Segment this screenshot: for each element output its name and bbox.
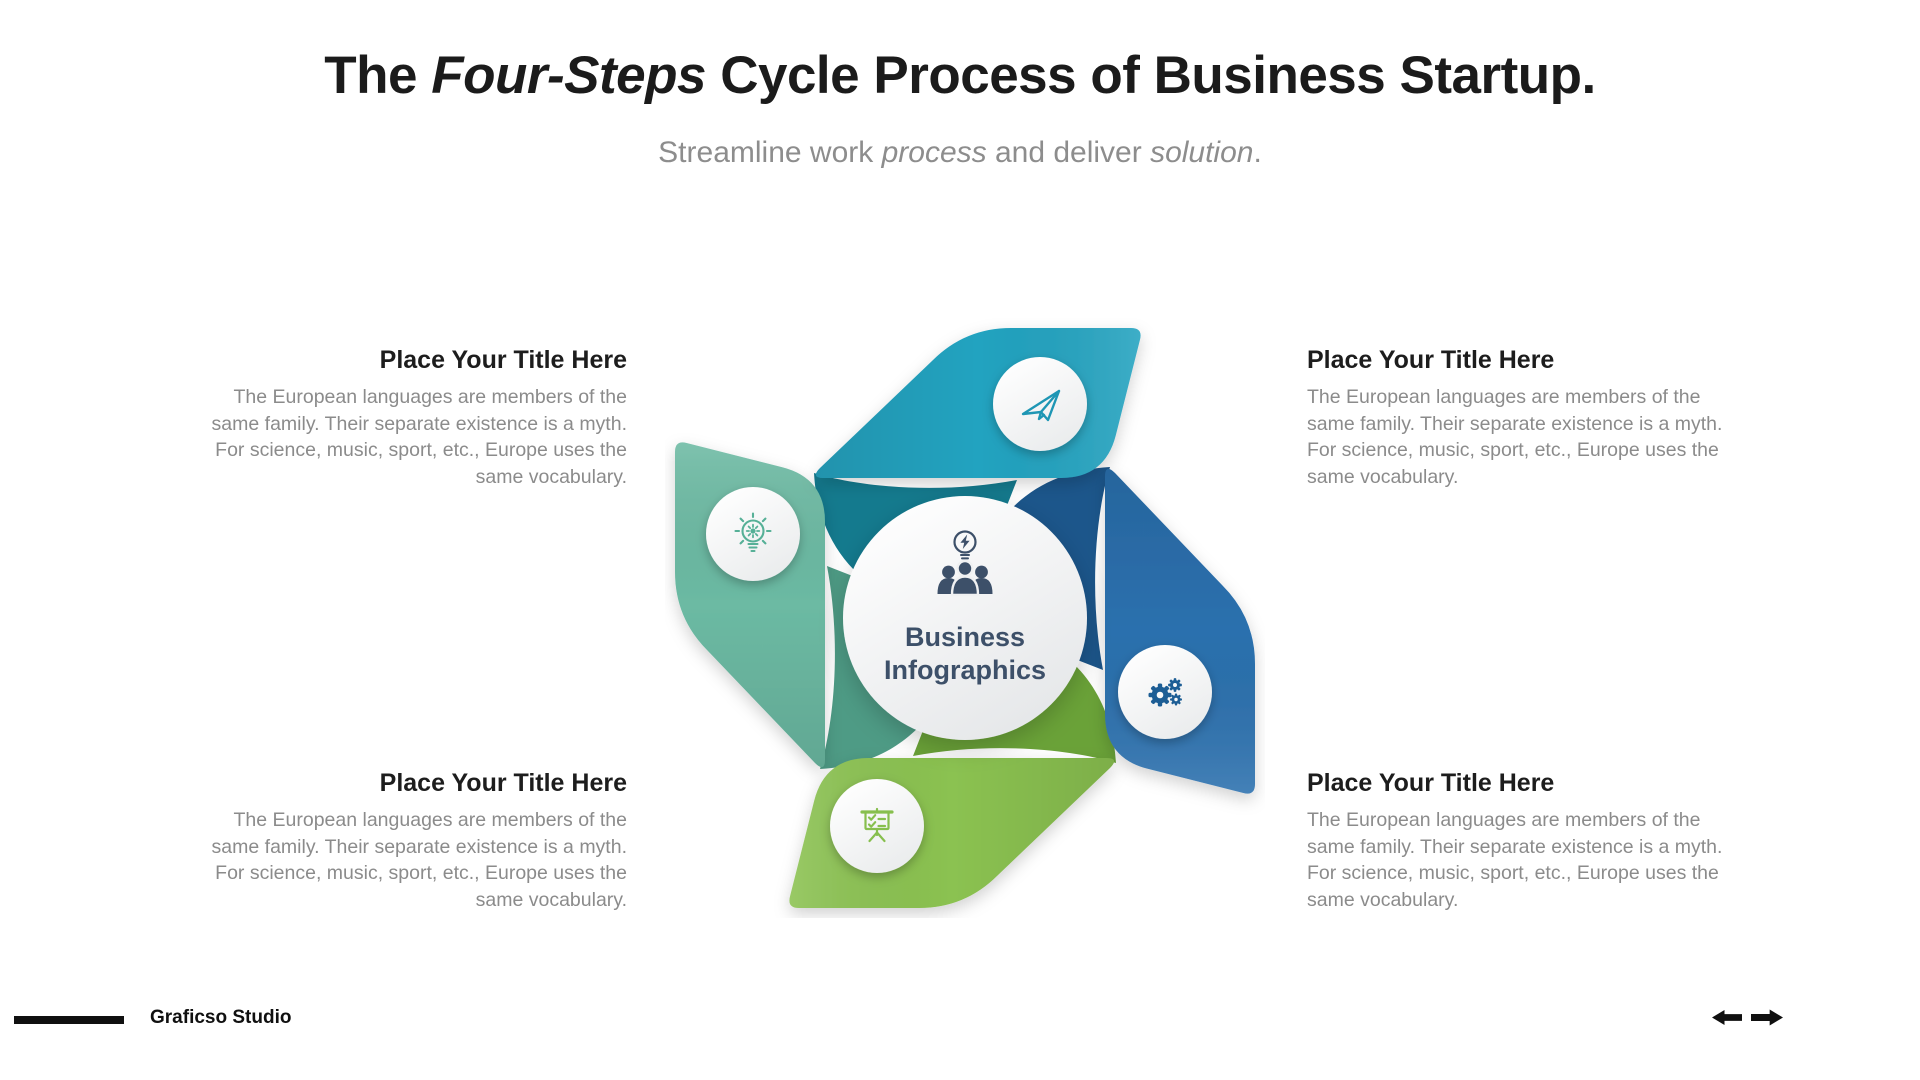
center-label-line2: Infographics [884, 655, 1046, 685]
content-block-top-right: Place Your Title Here The European langu… [1307, 345, 1767, 490]
block-body: The European languages are members of th… [211, 386, 627, 488]
block-title: Place Your Title Here [379, 769, 627, 797]
content-block-bottom-left: Place Your Title Here The European langu… [167, 768, 627, 913]
page-subtitle: Streamline work process and deliver solu… [658, 136, 1262, 169]
paper-plane-icon [1021, 389, 1061, 422]
prev-slide-button[interactable] [1712, 1008, 1742, 1030]
team-idea-icon [937, 530, 993, 597]
center-circle [843, 496, 1087, 740]
page-title: The Four-Steps Cycle Process of Business… [0, 44, 1920, 108]
gears-icon [1148, 678, 1182, 707]
page-title-italic: Four-Steps [431, 46, 706, 105]
brand-bar [14, 1016, 124, 1024]
blade-right [1105, 468, 1255, 794]
right-arrow-icon [1751, 1009, 1783, 1026]
slide-navigation [1712, 1008, 1783, 1030]
pinwheel-diagram: Business Infographics [665, 318, 1265, 918]
badge-circle-left [706, 487, 800, 581]
block-title: Place Your Title Here [1307, 346, 1555, 374]
block-title: Place Your Title Here [379, 346, 627, 374]
block-body: The European languages are members of th… [1307, 809, 1723, 911]
page-title-pre: The [324, 46, 432, 105]
lightbulb-gear-icon [734, 512, 772, 553]
page-title-post: Cycle Process of Business Startup. [705, 46, 1596, 105]
center-label-line1: Business [905, 622, 1025, 652]
content-block-top-left: Place Your Title Here The European langu… [167, 345, 627, 490]
blade-top [815, 328, 1141, 478]
left-arrow-icon [1712, 1010, 1742, 1025]
block-title: Place Your Title Here [1307, 769, 1555, 797]
next-slide-button[interactable] [1751, 1008, 1783, 1030]
badge-circle-bottom [830, 779, 924, 873]
presentation-board-icon [860, 807, 894, 843]
content-block-bottom-right: Place Your Title Here The European langu… [1307, 768, 1767, 913]
brand-text: Graficso Studio [150, 1007, 292, 1028]
block-body: The European languages are members of th… [211, 809, 627, 911]
block-body: The European languages are members of th… [1307, 386, 1723, 488]
